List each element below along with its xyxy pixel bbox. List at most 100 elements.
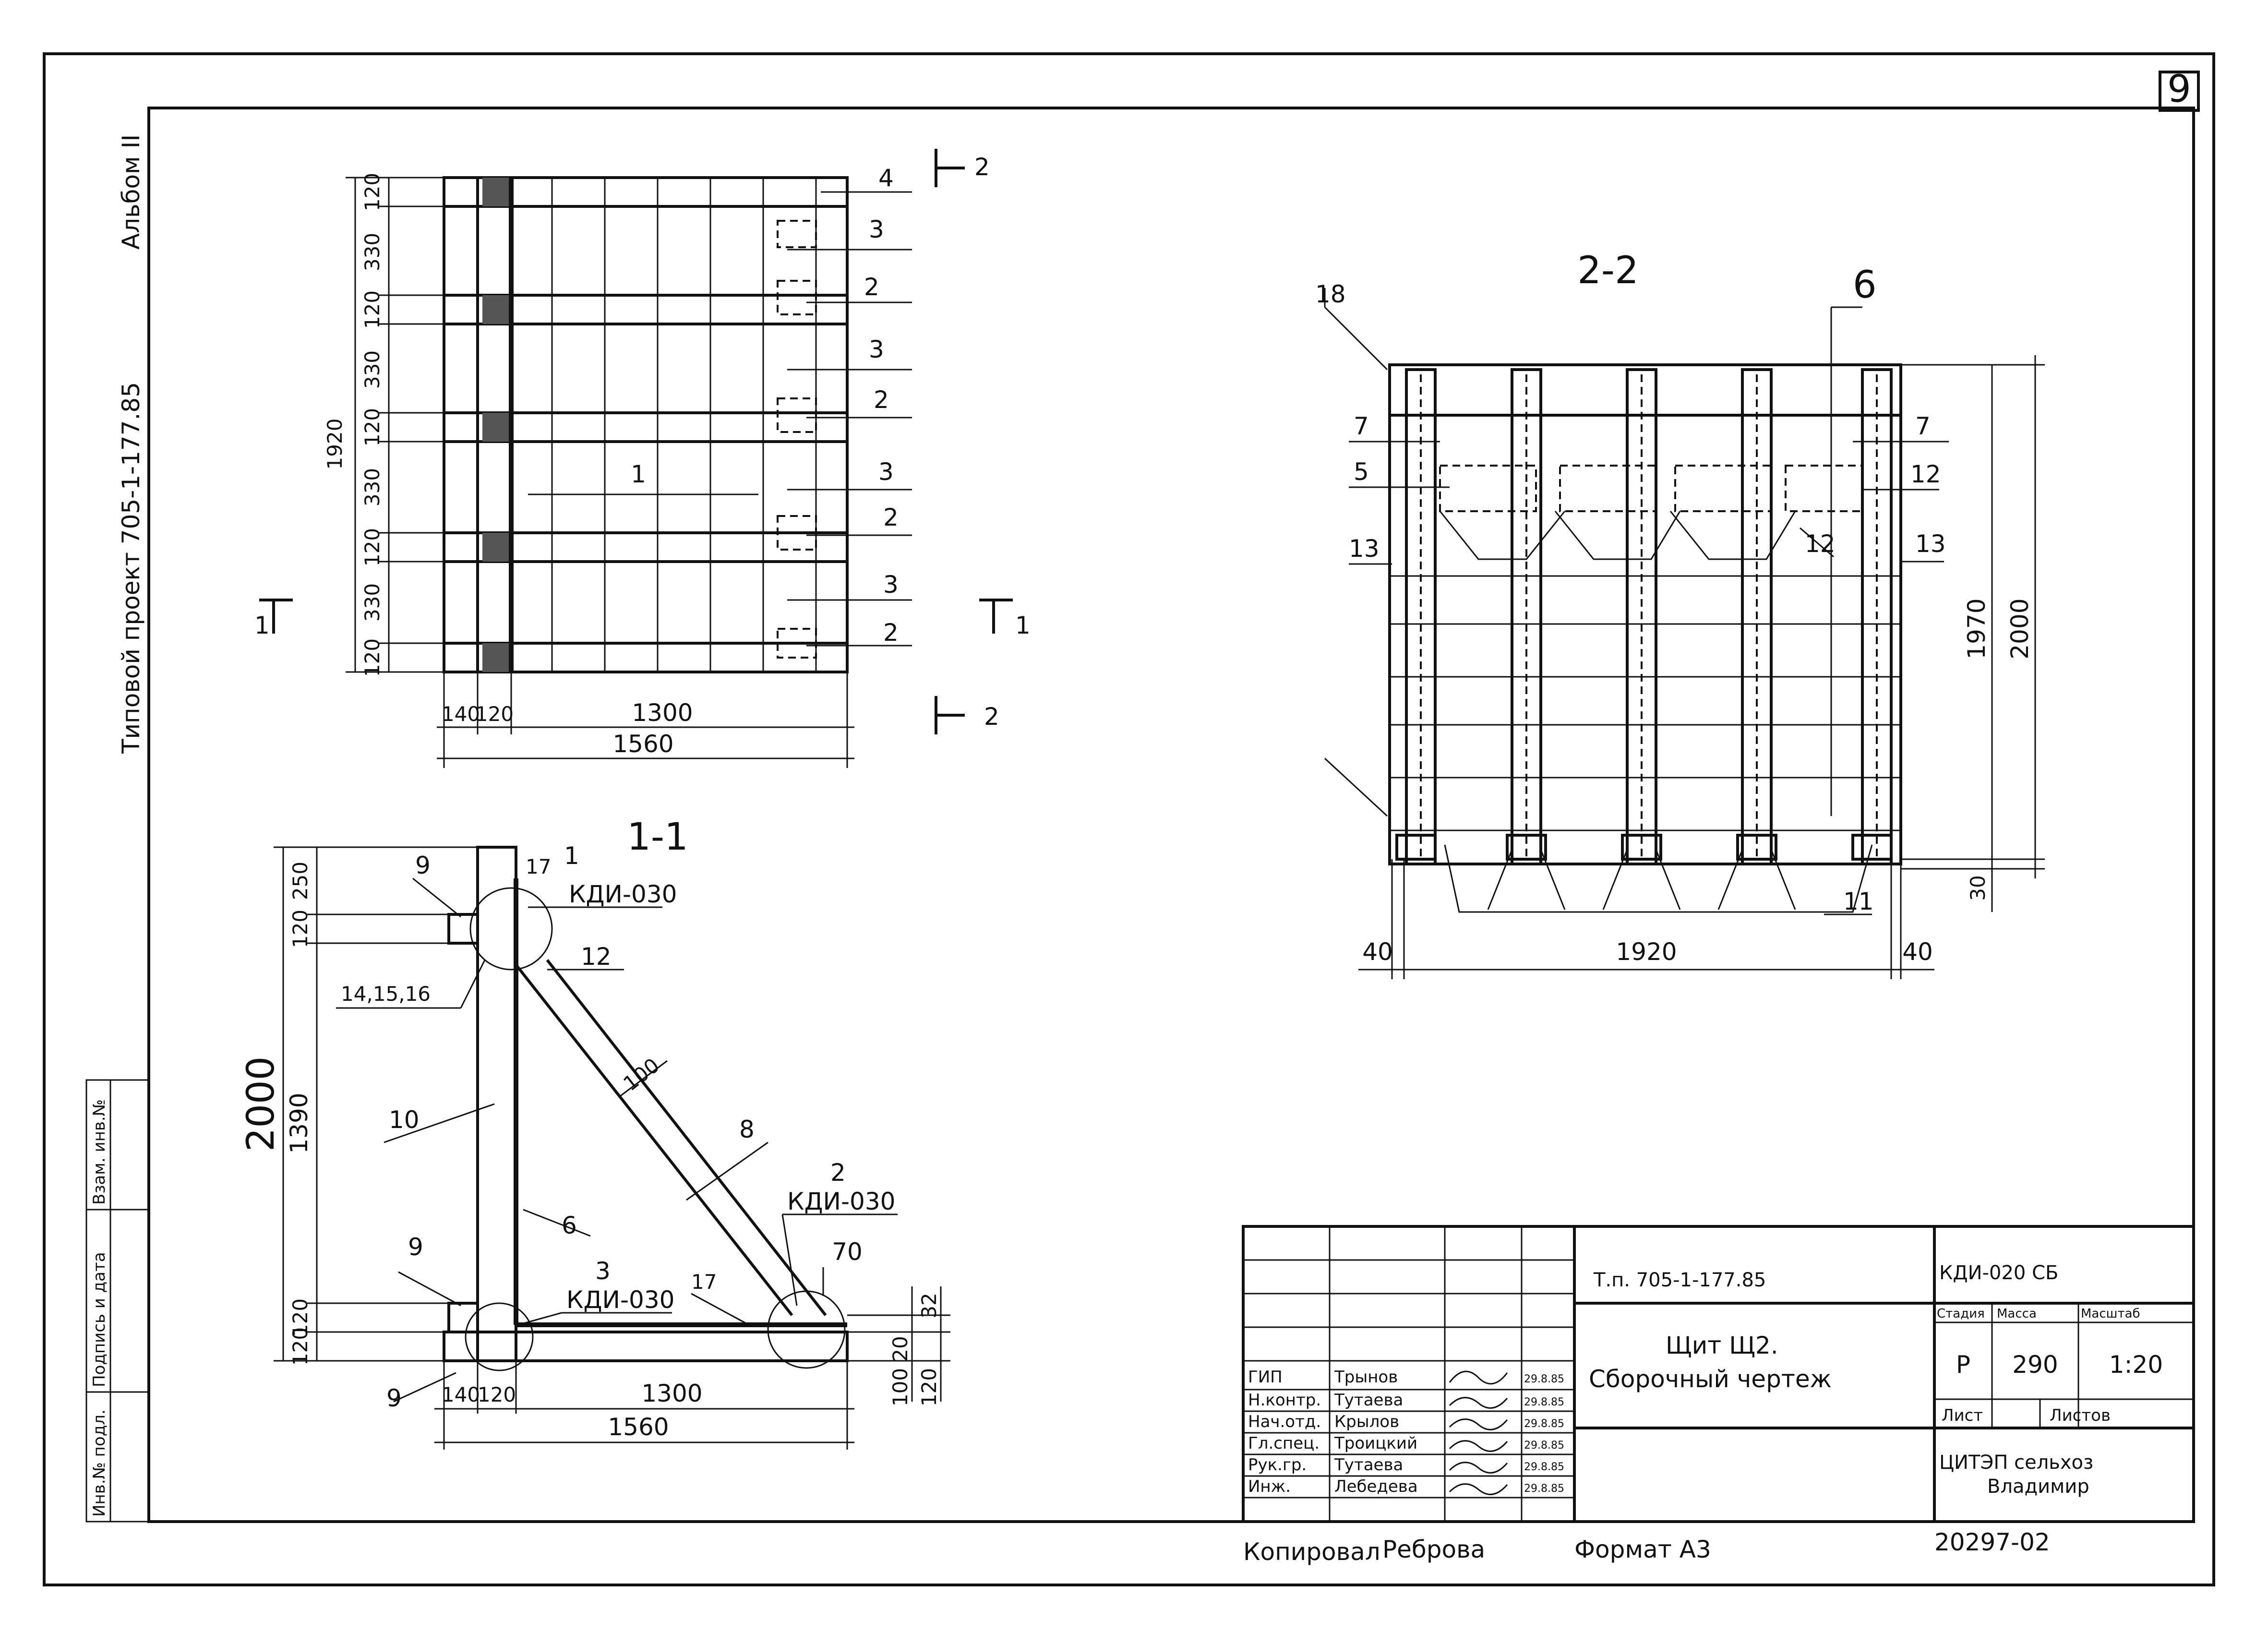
sheet-number-box xyxy=(2159,71,2200,112)
signature-1 xyxy=(1449,1397,1508,1409)
s11-label-2: 2 xyxy=(830,1159,846,1187)
plan-callout-9: 2 xyxy=(883,619,899,647)
s11-label-9b: 9 xyxy=(408,1233,423,1261)
footer-number: 20297-02 xyxy=(1934,1528,2050,1556)
s22-label-7a: 7 xyxy=(1354,412,1369,440)
s11-dim-r3: 100 xyxy=(888,1368,912,1406)
s11-dim-l1: 250 xyxy=(288,862,312,900)
scale-header: Масштаб xyxy=(2081,1307,2140,1321)
s11-label-141516: 14,15,16 xyxy=(341,982,431,1006)
s11-dim-r4: 120 xyxy=(917,1368,941,1406)
side-columns-box xyxy=(85,1079,150,1523)
doc-code: Т.п. 705-1-177.85 xyxy=(1593,1269,1766,1291)
s22-label-11: 11 xyxy=(1843,888,1874,915)
s22-dim-r2: 2000 xyxy=(2006,598,2034,659)
section-22-outline xyxy=(1388,363,1902,865)
plan-view: 1920 120 330 120 330 120 330 120 330 120… xyxy=(254,149,1031,768)
s11-label-12: 12 xyxy=(581,943,612,971)
plan-total-left: 1920 xyxy=(323,419,347,470)
section-2-bottom: 2 xyxy=(984,703,999,731)
s11-dim-l5: 120 xyxy=(288,1327,312,1366)
plan-dim-b3: 1300 xyxy=(632,699,693,727)
plan-callout-6: 3 xyxy=(878,458,894,486)
s11-label-9a: 9 xyxy=(415,852,431,879)
s11-kdi-1: КДИ-030 xyxy=(569,880,677,908)
section-22-base xyxy=(1444,844,1873,913)
section-22-title: 2-2 xyxy=(1577,249,1638,292)
sheet-header: Лист xyxy=(1942,1406,1983,1425)
footer-format: Формат А3 xyxy=(1574,1536,1711,1563)
side-album-text: Альбом II xyxy=(117,134,145,250)
outer-border xyxy=(43,52,2215,1586)
section-11-post xyxy=(476,846,517,1362)
name-3: Троицкий xyxy=(1334,1434,1417,1453)
s22-dim-r3: 30 xyxy=(1966,875,1990,900)
s11-label-3: 3 xyxy=(595,1257,611,1285)
s22-label-13a: 13 xyxy=(1349,535,1380,563)
footer: Копировал Реброва Формат А3 20297-02 xyxy=(1243,1528,2050,1566)
date-1: 29.8.85 xyxy=(1524,1396,1564,1408)
stage-header: Стадия xyxy=(1937,1307,1985,1321)
s11-dim-b1: 140 xyxy=(442,1383,480,1406)
s22-dim-b3: 40 xyxy=(1902,938,1933,966)
role-1: Н.контр. xyxy=(1248,1391,1321,1410)
s11-kdi-3: КДИ-030 xyxy=(566,1286,674,1314)
side-col-1: Инв.№ подл. xyxy=(90,1409,109,1517)
s22-label-18: 18 xyxy=(1315,280,1346,308)
plan-callout-1: 4 xyxy=(878,164,894,192)
plan-callout-5: 2 xyxy=(874,386,889,414)
title-line1: Щит Щ2. xyxy=(1666,1332,1778,1359)
role-3: Гл.спец. xyxy=(1248,1434,1320,1453)
section-1-right: 1 xyxy=(1015,612,1031,639)
s22-label-5: 5 xyxy=(1354,458,1369,486)
plan-dim-l3: 120 xyxy=(360,290,384,329)
side-col-2: Подпись и дата xyxy=(90,1252,109,1387)
plan-callout-3: 2 xyxy=(864,273,879,301)
signature-0 xyxy=(1449,1370,1508,1385)
mass-value: 290 xyxy=(2012,1351,2058,1379)
plan-callout-2: 3 xyxy=(869,216,884,243)
side-project-text: Типовой проект 705-1-177.85 xyxy=(117,382,145,754)
s11-total-left: 2000 xyxy=(240,1056,283,1152)
side-col-3: Взам. инв.№ xyxy=(90,1099,109,1205)
signature-5 xyxy=(1449,1483,1508,1495)
detail-circle-2 xyxy=(767,1290,846,1369)
plan-dim-b2: 120 xyxy=(475,702,514,726)
org-line2: Владимир xyxy=(1987,1476,2089,1498)
role-5: Инж. xyxy=(1248,1477,1291,1496)
role-2: Нач.отд. xyxy=(1248,1412,1321,1431)
date-4: 29.8.85 xyxy=(1524,1461,1564,1473)
plan-dim-l6: 330 xyxy=(360,468,384,506)
role-4: Рук.гр. xyxy=(1248,1455,1307,1475)
mass-header: Масса xyxy=(1997,1307,2037,1321)
s11-dim-l4: 120 xyxy=(288,1298,312,1337)
section-11-brace xyxy=(515,964,793,1316)
org-line1: ЦИТЭП сельхоз xyxy=(1939,1452,2093,1474)
role-0: ГИП xyxy=(1248,1368,1283,1387)
sheets-header: Листов xyxy=(2050,1406,2111,1425)
s11-label-9c: 9 xyxy=(386,1384,402,1412)
s11-kdi-2: КДИ-030 xyxy=(787,1188,895,1215)
section-1-1: 1-1 2000 250 120 1390 120 120 xyxy=(240,816,950,1450)
plan-dim-l7: 120 xyxy=(360,528,384,566)
name-1: Тутаева xyxy=(1334,1391,1403,1410)
scale-value: 1:20 xyxy=(2109,1351,2163,1379)
plan-dim-l2: 330 xyxy=(360,233,384,271)
plan-callout-7: 2 xyxy=(883,504,899,531)
s11-dim-r2: 20 xyxy=(888,1336,912,1361)
s22-dim-b2: 1920 xyxy=(1616,938,1677,966)
plan-dim-l1: 120 xyxy=(360,173,384,211)
section-11-title: 1-1 xyxy=(627,816,688,859)
detail-circle-3 xyxy=(465,1302,534,1371)
plan-callout-4: 3 xyxy=(869,336,884,363)
s11-label-1: 1 xyxy=(564,842,579,870)
plan-total-bottom: 1560 xyxy=(612,730,673,758)
s11-label-6: 6 xyxy=(562,1212,577,1239)
date-5: 29.8.85 xyxy=(1524,1483,1564,1495)
s11-label-17b: 17 xyxy=(691,1270,717,1294)
plan-dim-l5: 120 xyxy=(360,408,384,446)
title-line2: Сборочный чертеж xyxy=(1589,1365,1832,1393)
footer-copier: Реброва xyxy=(1382,1536,1485,1563)
section-11-base xyxy=(443,1331,849,1362)
date-2: 29.8.85 xyxy=(1524,1418,1564,1430)
